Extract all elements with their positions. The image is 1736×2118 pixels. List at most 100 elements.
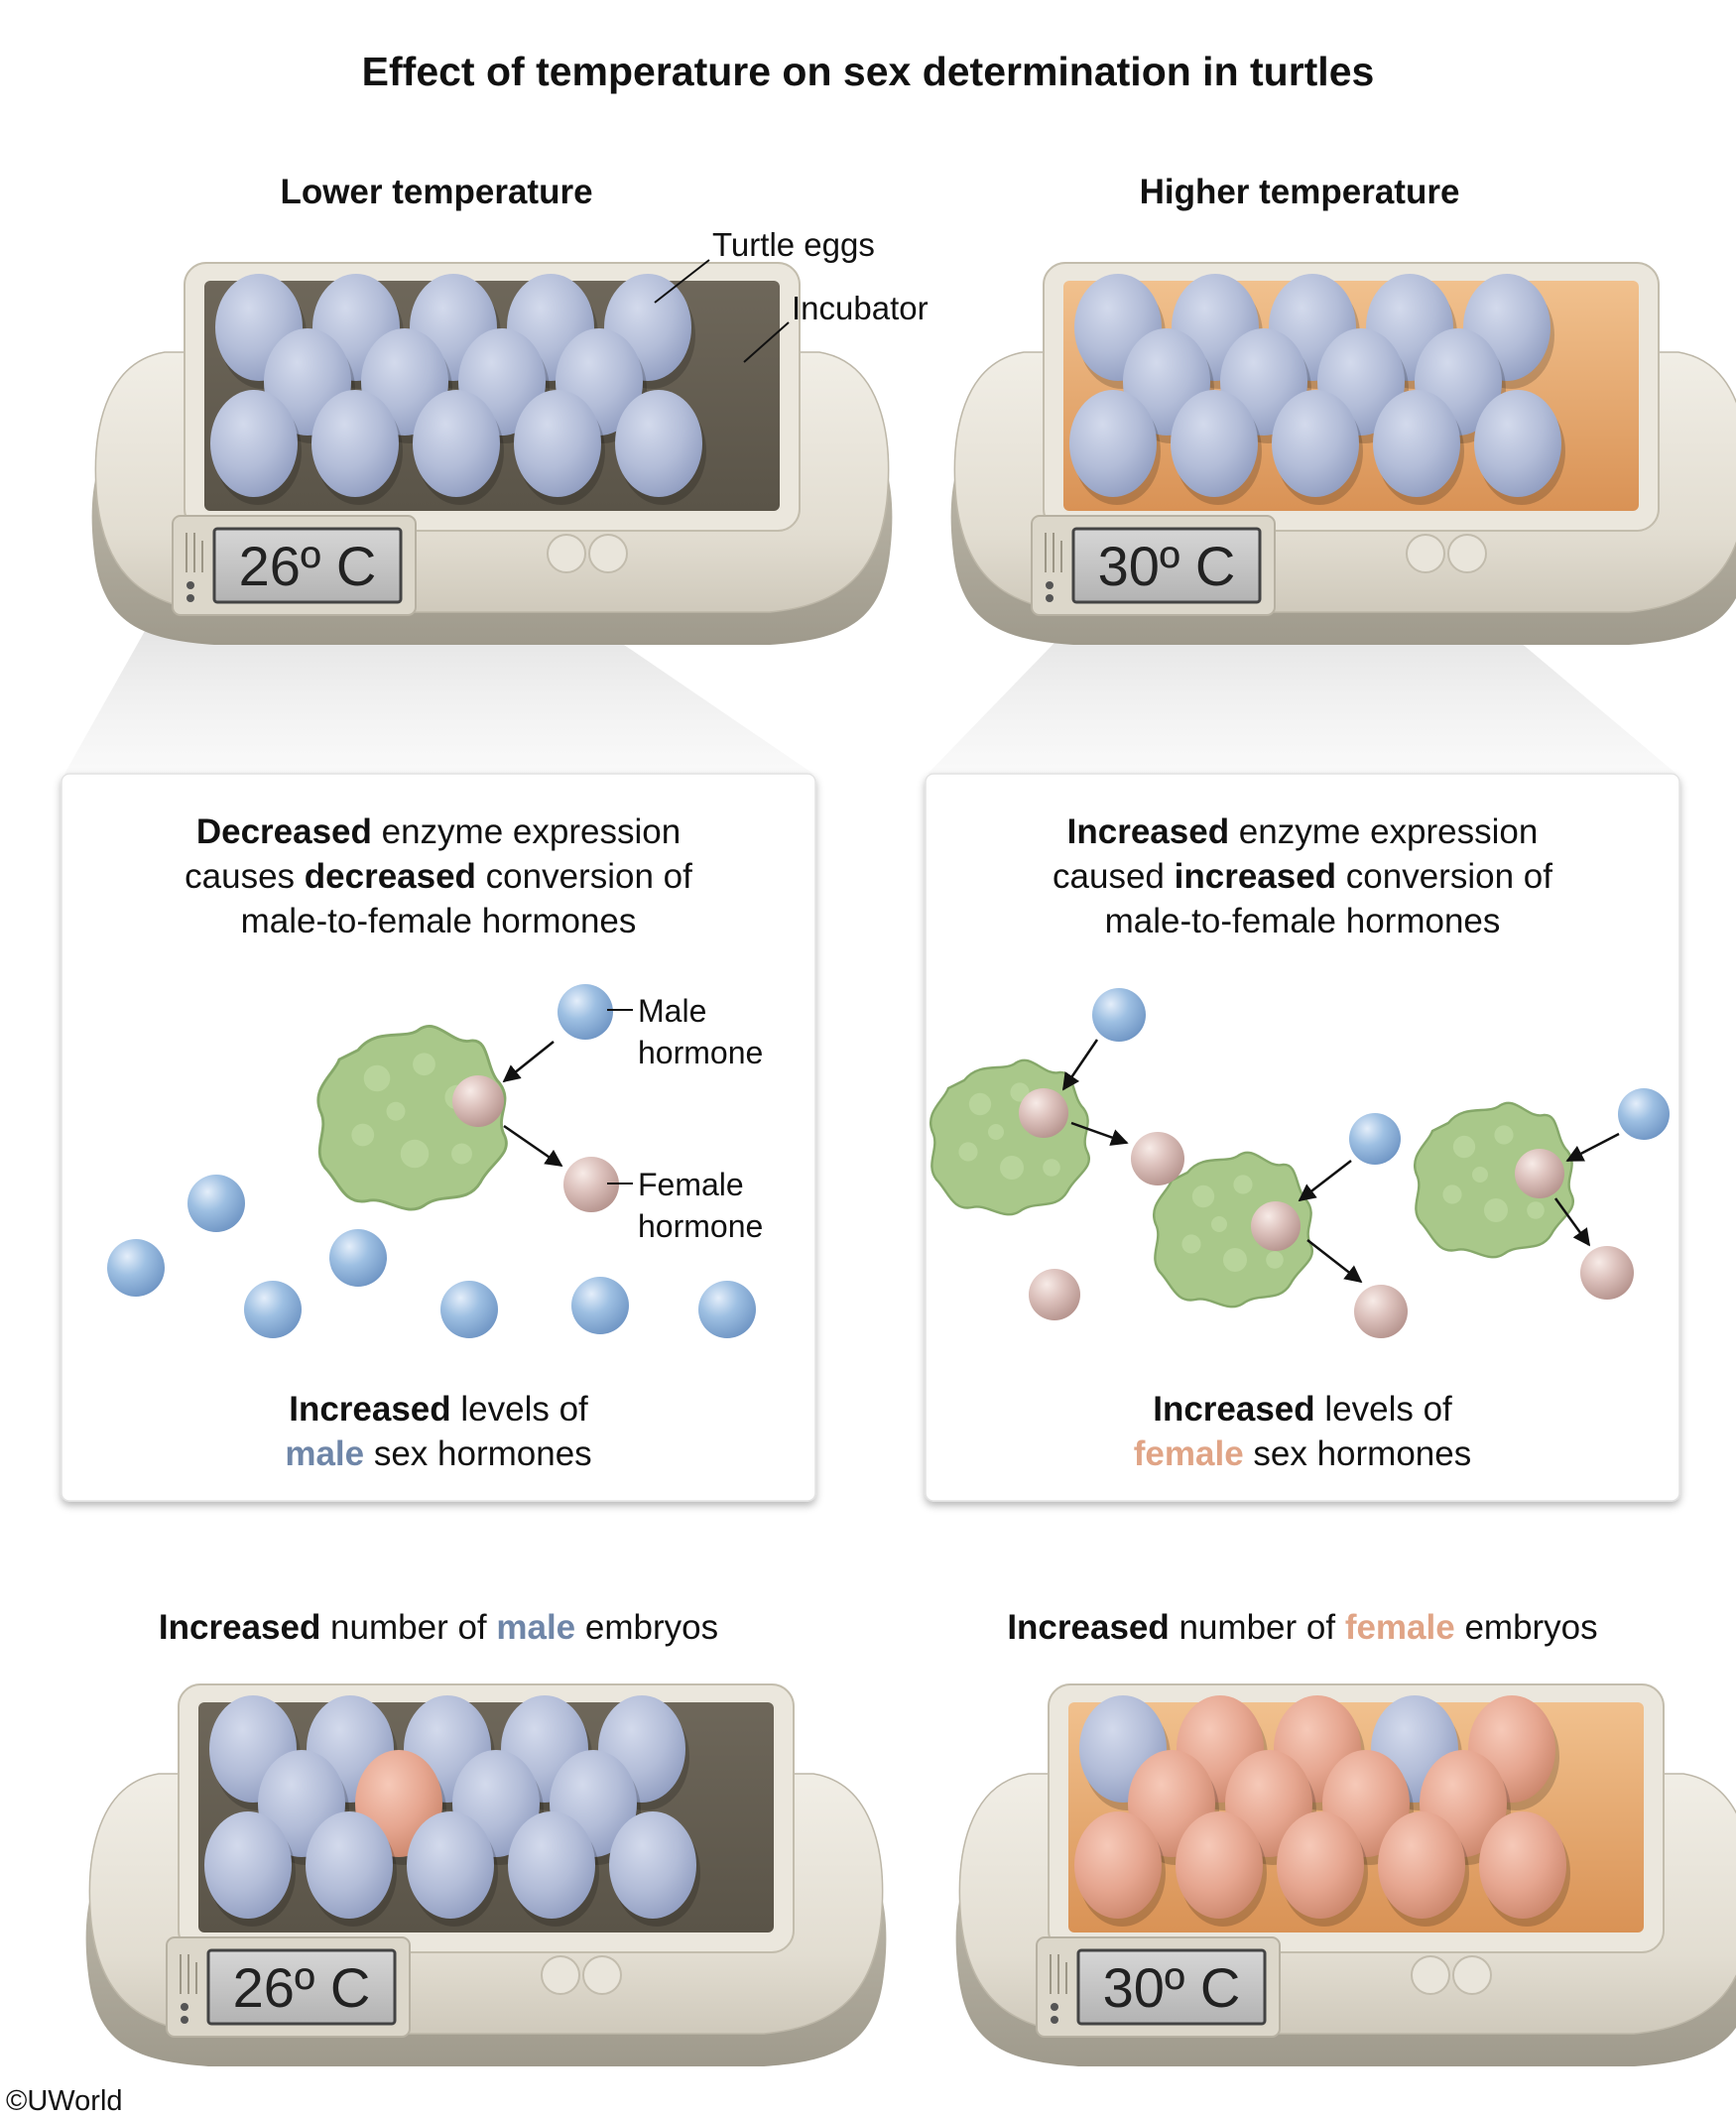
incubator-button	[1447, 534, 1487, 573]
male-egg	[1474, 390, 1561, 497]
male-hormone-molecule	[440, 1281, 498, 1338]
callout-line-eggs	[654, 259, 710, 304]
zoom-beam-right	[928, 615, 1676, 774]
indicator-dot	[186, 594, 194, 602]
left-box-result-line1: Increased levels of	[289, 1390, 588, 1429]
temperature-readout: 30º C	[1098, 535, 1236, 597]
female-egg	[1479, 1811, 1566, 1919]
female-hormone-molecule	[452, 1075, 504, 1127]
left-box-result-line2: male sex hormones	[285, 1434, 591, 1473]
outcome-higher: Increased number of female embryos	[1007, 1608, 1597, 1647]
incubator-button	[582, 1955, 622, 1995]
temperature-readout: 26º C	[239, 535, 377, 597]
incubator-button	[1452, 1955, 1492, 1995]
indicator-lines	[1050, 1954, 1067, 1994]
male-hormone-molecule	[1092, 988, 1146, 1042]
female-hormone-label-1: Female	[638, 1167, 744, 1202]
conversion-arrow	[503, 1124, 563, 1168]
male-egg	[311, 390, 399, 497]
indicator-dot	[181, 2003, 188, 2011]
right-box-result-line2: female sex hormones	[1134, 1434, 1471, 1473]
conversion-arrow	[1298, 1160, 1352, 1202]
male-hormone-molecule	[1618, 1088, 1670, 1140]
male-hormone-molecule	[329, 1229, 387, 1287]
temperature-display	[206, 1948, 397, 2026]
enzymes-right	[930, 1059, 1574, 1308]
right-box-line2: caused increased conversion of	[1053, 857, 1552, 896]
male-hormone-label-2: hormone	[638, 1035, 763, 1070]
enzyme-left	[316, 1025, 508, 1211]
female-hormone-molecule	[1131, 1132, 1184, 1185]
temperature-readout: 30º C	[1103, 1956, 1241, 2019]
male-egg	[508, 1811, 595, 1919]
female-egg	[1176, 1811, 1263, 1919]
right-box-line1: Increased enzyme expression	[1067, 812, 1539, 851]
left-hormone-molecules	[107, 984, 756, 1338]
male-hormone-molecule	[187, 1175, 245, 1232]
male-egg	[413, 390, 500, 497]
male-egg	[615, 390, 702, 497]
male-egg	[1069, 390, 1157, 497]
male-egg	[306, 1811, 393, 1919]
indicator-dot	[1051, 2003, 1058, 2011]
heading-higher-temperature: Higher temperature	[1140, 173, 1460, 211]
left-box-line2: causes decreased conversion of	[185, 857, 692, 896]
male-egg	[1272, 390, 1359, 497]
temperature-display	[212, 527, 403, 604]
right-hormone-molecules	[1029, 988, 1670, 1338]
indicator-dot	[186, 581, 194, 589]
male-hormone-molecule	[107, 1239, 165, 1297]
left-box-line3: male-to-female hormones	[241, 902, 637, 940]
incubator-button	[588, 534, 628, 573]
incubator-button	[1406, 534, 1445, 573]
indicator-lines	[1045, 533, 1062, 572]
figure-title: Effect of temperature on sex determinati…	[362, 49, 1375, 94]
incubator-higher-before: 30º C	[950, 262, 1736, 645]
callout-turtle-eggs: Turtle eggs	[712, 226, 875, 263]
callout-line-incubator	[743, 321, 790, 363]
explanation-box-lower: Decreased enzyme expression causes decre…	[61, 773, 816, 1502]
outcome-lower: Increased number of male embryos	[159, 1608, 718, 1647]
incubator-button	[1411, 1955, 1450, 1995]
male-egg	[1373, 390, 1460, 497]
indicator-dot	[1046, 594, 1054, 602]
male-egg	[1171, 390, 1258, 497]
female-hormone-label-2: hormone	[638, 1208, 763, 1244]
temperature-display	[1076, 1948, 1267, 2026]
male-egg	[514, 390, 601, 497]
male-hormone-molecule	[571, 1277, 629, 1334]
female-hormone-molecule	[563, 1157, 619, 1212]
explanation-box-higher: Increased enzyme expression caused incre…	[925, 773, 1680, 1502]
male-egg	[210, 390, 298, 497]
male-hormone-molecule	[1349, 1113, 1401, 1165]
incubator-higher-after: 30º C	[955, 1683, 1736, 2066]
credit: ©UWorld	[6, 2085, 123, 2117]
conversion-arrow	[1306, 1239, 1363, 1284]
female-egg	[1277, 1811, 1364, 1919]
enzyme	[316, 1025, 508, 1211]
male-egg	[204, 1811, 292, 1919]
female-hormone-molecule	[1580, 1246, 1634, 1300]
male-egg	[609, 1811, 696, 1919]
conversion-arrow	[1070, 1121, 1129, 1146]
indicator-dot	[1046, 581, 1054, 589]
indicator-lines	[186, 533, 203, 572]
conversion-arrow	[1553, 1197, 1591, 1247]
heading-lower-temperature: Lower temperature	[280, 173, 592, 211]
right-box-result-line1: Increased levels of	[1153, 1390, 1452, 1429]
zoom-beam-left	[64, 615, 813, 774]
incubator-button	[547, 534, 586, 573]
incubator-lower-before: 26º C	[91, 262, 893, 645]
male-hormone-molecule	[244, 1281, 302, 1338]
male-hormone-molecule	[698, 1281, 756, 1338]
incubator-button	[541, 1955, 580, 1995]
female-hormone-molecule	[1354, 1285, 1408, 1338]
indicator-lines	[180, 1954, 197, 1994]
temperature-readout: 26º C	[233, 1956, 371, 2019]
female-egg	[1074, 1811, 1162, 1919]
female-hormone-molecule	[1251, 1201, 1301, 1251]
female-hormone-molecule	[1019, 1088, 1068, 1138]
conversion-arrow	[1061, 1039, 1099, 1091]
male-egg	[407, 1811, 494, 1919]
